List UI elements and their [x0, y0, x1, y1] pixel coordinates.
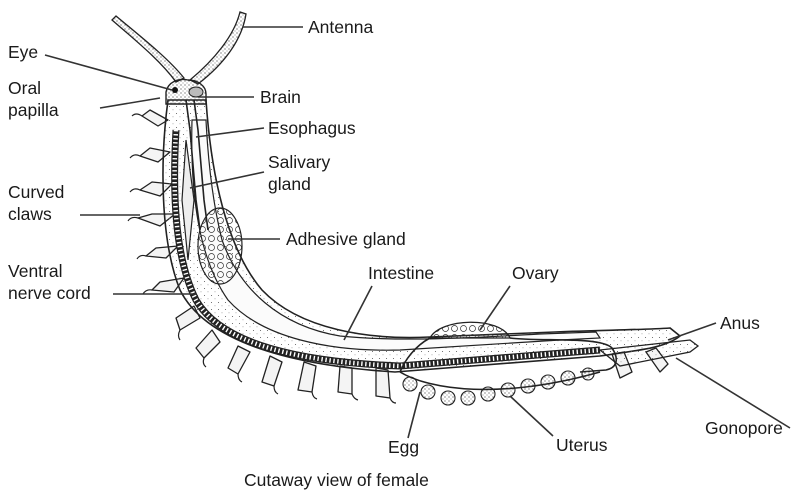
label-antenna: Antenna — [308, 17, 373, 38]
label-adhesive-gland: Adhesive gland — [286, 229, 406, 250]
label-oral-papilla-line2: papilla — [8, 100, 59, 121]
label-gonopore: Gonopore — [705, 418, 783, 439]
leader-lines — [45, 27, 790, 438]
diagram-caption: Cutaway view of female — [244, 470, 429, 491]
ovary — [430, 322, 510, 338]
label-uterus: Uterus — [556, 435, 608, 456]
label-curved-claws-line1: Curved — [8, 182, 64, 203]
label-intestine: Intestine — [368, 263, 434, 284]
eggs — [403, 368, 594, 405]
label-esophagus: Esophagus — [268, 118, 356, 139]
eye — [172, 87, 178, 93]
label-oral-papilla-line1: Oral — [8, 78, 41, 99]
label-ventral-nerve-cord-line2: nerve cord — [8, 283, 91, 304]
label-curved-claws-line2: claws — [8, 204, 52, 225]
antenna-right — [190, 12, 246, 84]
brain — [189, 87, 203, 97]
label-egg: Egg — [388, 437, 419, 458]
antenna-left — [112, 16, 184, 82]
label-ventral-nerve-cord-line1: Ventral — [8, 261, 62, 282]
label-eye: Eye — [8, 42, 38, 63]
adhesive-gland — [198, 208, 242, 284]
label-anus: Anus — [720, 313, 760, 334]
label-salivary-gland-line1: Salivary — [268, 152, 330, 173]
label-ovary: Ovary — [512, 263, 559, 284]
label-brain: Brain — [260, 87, 301, 108]
label-salivary-gland-line2: gland — [268, 174, 311, 195]
